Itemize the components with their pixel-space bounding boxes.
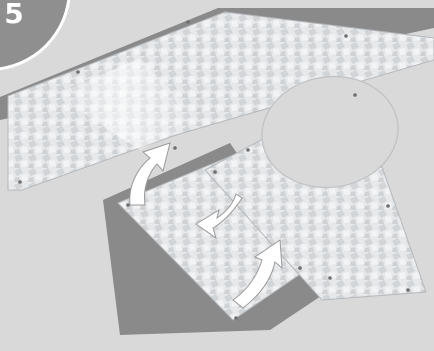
step-number: 5: [0, 0, 34, 34]
